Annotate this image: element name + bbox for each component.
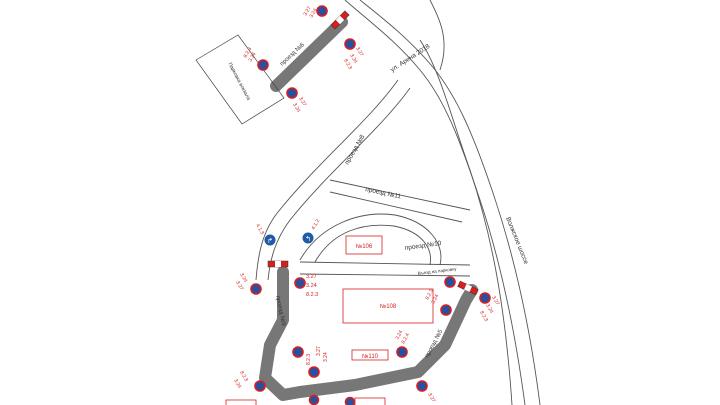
street-proezd-11: проезд №11 <box>365 186 402 200</box>
svg-text:3.27: 3.27 <box>306 274 317 280</box>
building-108-label: №108 <box>380 303 397 310</box>
svg-text:8.2.4: 8.2.4 <box>400 332 411 345</box>
building-106 <box>345 235 383 255</box>
closed-road-upper <box>270 16 348 92</box>
building-110-label: №110 <box>362 353 379 360</box>
svg-text:3.24: 3.24 <box>394 329 404 341</box>
svg-text:8.2.3: 8.2.3 <box>478 310 489 323</box>
gray-building <box>195 34 285 125</box>
sign-cluster-top: 3.27 3.24 3.27 3.24 8.2.3 8.2.3 3.24 3.2… <box>243 5 364 114</box>
svg-text:3.27: 3.27 <box>490 295 500 307</box>
svg-text:3.24: 3.24 <box>484 303 494 315</box>
svg-text:4.1.3: 4.1.3 <box>254 223 265 236</box>
svg-text:3.27: 3.27 <box>297 96 307 108</box>
building-lower-right <box>354 397 386 405</box>
svg-text:3.24: 3.24 <box>291 102 301 114</box>
svg-text:3.24: 3.24 <box>248 51 258 63</box>
svg-text:3.24: 3.24 <box>430 293 440 305</box>
svg-text:8.2.3: 8.2.3 <box>306 354 312 365</box>
prohibition-signs: 3.27 3.24 3.27 3.24 8.2.3 8.2.3 3.24 3.2… <box>232 5 500 405</box>
svg-text:↰: ↰ <box>305 235 311 243</box>
sign-cluster-right: 8.2.3 3.24 3.27 3.24 8.2.3 3.24 8.2.4 3.… <box>308 276 500 405</box>
barrier-left <box>267 260 289 268</box>
svg-text:8.2.3: 8.2.3 <box>342 58 353 71</box>
svg-text:3.24: 3.24 <box>323 352 329 362</box>
blue-signs: ↰ 4.1.2 ↱ 4.1.3 <box>254 218 322 246</box>
building-106-label: №106 <box>356 243 373 250</box>
building-lower-left <box>225 399 257 405</box>
svg-text:8.2.3: 8.2.3 <box>306 292 318 298</box>
svg-text:3.27: 3.27 <box>303 5 313 17</box>
svg-text:3.24: 3.24 <box>348 53 358 65</box>
svg-text:3.24: 3.24 <box>232 378 242 390</box>
svg-text:3.27: 3.27 <box>234 280 244 292</box>
sign-4-1-3: ↱ 4.1.3 <box>254 223 276 246</box>
svg-text:3.27: 3.27 <box>354 46 364 58</box>
building-110 <box>351 349 389 361</box>
svg-text:8.2.3: 8.2.3 <box>424 288 435 301</box>
barriers <box>267 10 479 296</box>
sign-4-1-2: ↰ 4.1.2 <box>302 218 322 244</box>
svg-text:3.24: 3.24 <box>306 283 317 289</box>
svg-text:4.1.2: 4.1.2 <box>311 218 322 231</box>
svg-text:3.24: 3.24 <box>238 272 248 284</box>
svg-text:8.2.3: 8.2.3 <box>243 46 254 59</box>
barrier-top <box>330 10 350 30</box>
svg-text:3.27: 3.27 <box>316 346 322 356</box>
svg-text:8.2.3: 8.2.3 <box>238 370 249 383</box>
parking-entry-note: Въезд на парковку <box>418 266 458 276</box>
barrier-right <box>457 280 479 296</box>
svg-text:3.27: 3.27 <box>426 392 436 404</box>
road-network <box>255 0 541 405</box>
closed-road-lower <box>259 266 478 401</box>
svg-text:↱: ↱ <box>267 237 273 245</box>
street-proezd-10: проезд №10 <box>404 240 442 252</box>
building-108 <box>342 288 434 324</box>
gray-building-label: Парковка вокзала <box>226 62 251 102</box>
street-proezd-nb: проезд №8 <box>344 133 367 166</box>
sign-cluster-left: 3.24 3.27 3.27 3.24 8.2.3 3.27 3.24 8.2.… <box>232 272 329 392</box>
svg-text:3.24: 3.24 <box>309 7 319 19</box>
